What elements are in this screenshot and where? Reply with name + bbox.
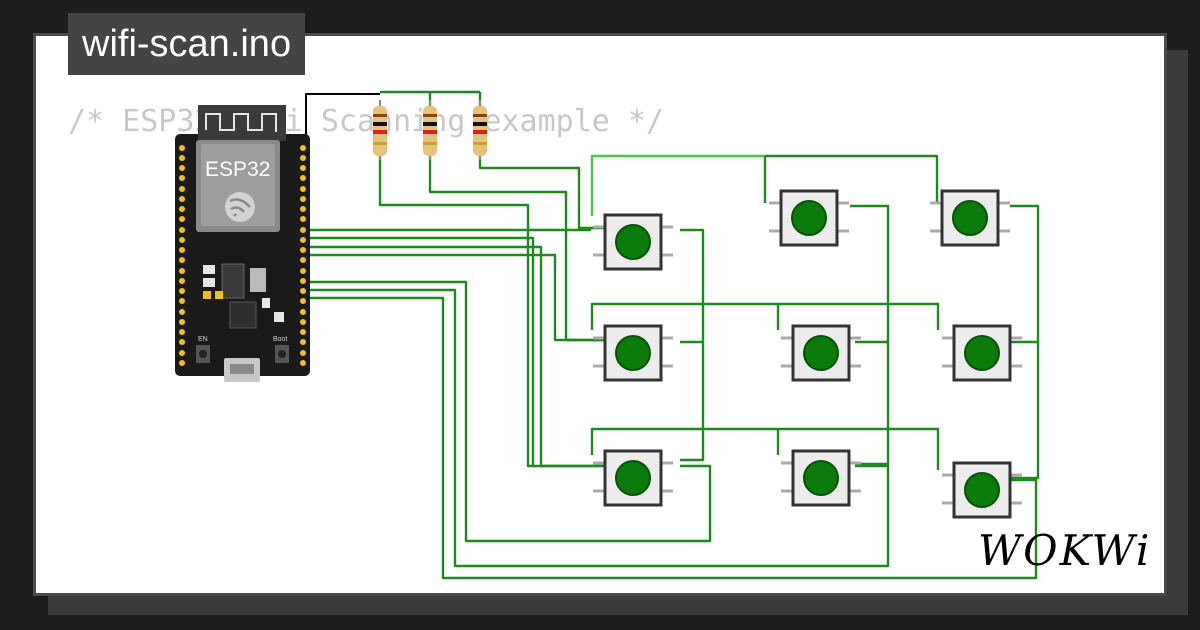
resistor-r3[interactable] xyxy=(473,100,487,160)
pushbutton-7[interactable] xyxy=(593,449,673,507)
en-label: EN xyxy=(198,336,208,343)
pushbutton-2[interactable] xyxy=(769,189,849,247)
pushbutton-3[interactable] xyxy=(930,189,1010,247)
wokwi-logo: WOKWi xyxy=(978,526,1152,575)
espressif-logo-icon xyxy=(225,192,255,222)
file-tab-title: wifi-scan.ino xyxy=(82,23,292,65)
esp32-label: ESP32 xyxy=(205,158,270,181)
wire-io-7 xyxy=(302,296,1038,580)
capacitor xyxy=(250,268,266,292)
wire-r1-out xyxy=(378,155,604,468)
file-tab[interactable]: wifi-scan.ino xyxy=(68,13,306,75)
module-shield xyxy=(201,144,275,226)
left-pin-header xyxy=(179,145,185,366)
right-pin-header xyxy=(300,145,306,366)
wire-top-a xyxy=(765,154,939,203)
voltage-regulator xyxy=(221,263,245,299)
resistor-r1[interactable] xyxy=(373,100,387,160)
wire-io-4 xyxy=(302,253,604,342)
pushbutton-9[interactable] xyxy=(942,461,1022,519)
wire-top-light xyxy=(590,154,765,216)
smd-4 xyxy=(215,291,223,299)
wire-row3-top xyxy=(590,427,940,470)
wire-r1-right xyxy=(680,228,705,462)
pushbutton-1[interactable] xyxy=(593,213,673,271)
usb-uart-chip xyxy=(229,301,257,329)
wire-io-5 xyxy=(302,280,712,543)
boot-label: Boot xyxy=(273,336,287,343)
smd-5 xyxy=(262,298,270,308)
pushbutton-4[interactable] xyxy=(593,324,673,382)
smd-2 xyxy=(203,278,215,287)
pushbutton-5[interactable] xyxy=(781,324,861,382)
wire-io-6 xyxy=(302,288,890,568)
wifi-antenna xyxy=(198,105,286,141)
esp32-board[interactable]: ESP32 xyxy=(175,105,310,382)
wire-gnd xyxy=(300,93,380,151)
smd-6 xyxy=(274,312,284,322)
smd-1 xyxy=(203,265,215,274)
wires xyxy=(300,90,1040,580)
smd-3 xyxy=(203,291,211,299)
wire-io-2 xyxy=(302,236,535,466)
wire-io-3 xyxy=(302,245,604,468)
antenna-trace xyxy=(205,113,277,132)
wire-row2-top xyxy=(590,302,940,330)
wire-r1b-right xyxy=(850,204,890,466)
wire-io-1 xyxy=(302,228,592,232)
resistor-r2[interactable] xyxy=(423,100,437,160)
code-comment: /* ESP32 WiFi Scanning example */ xyxy=(68,104,665,139)
pushbutton-8[interactable] xyxy=(781,449,861,507)
wire-r3-out xyxy=(478,155,604,230)
pushbutton-6[interactable] xyxy=(942,324,1022,382)
